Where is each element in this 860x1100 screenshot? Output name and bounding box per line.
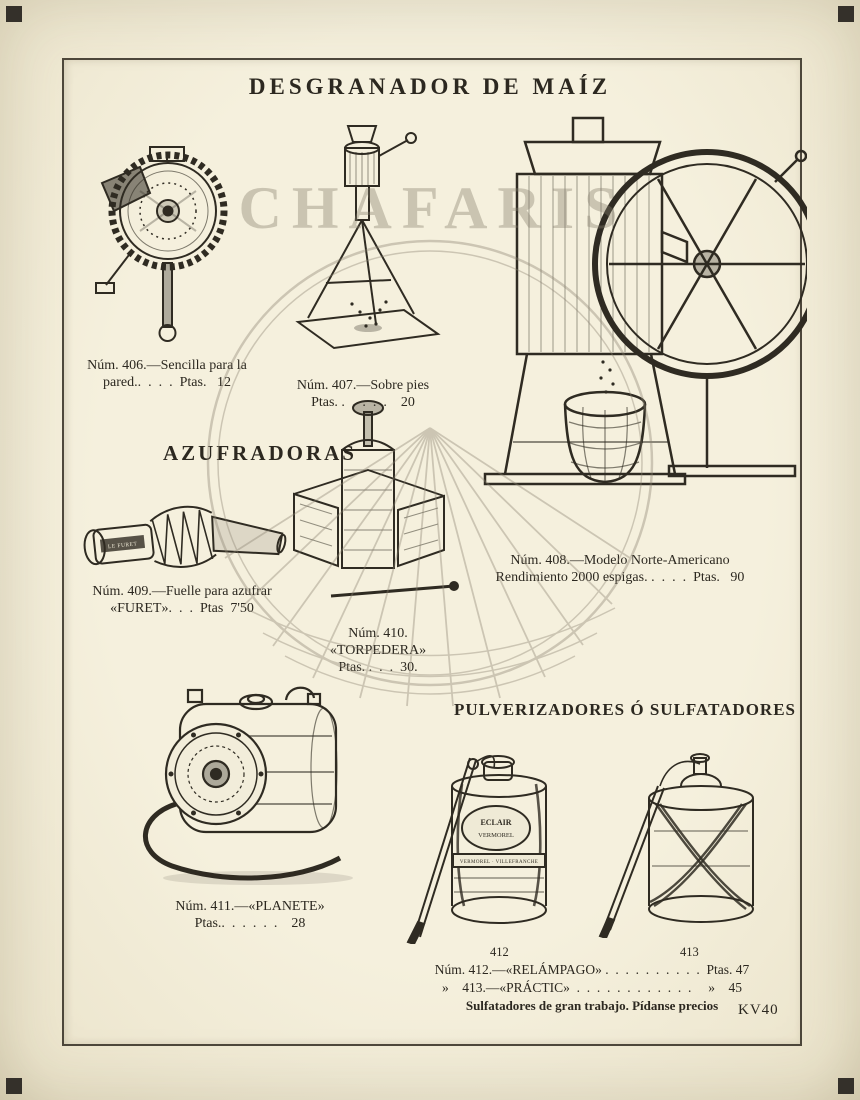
caption-411-line1: Núm. 411.—«PLANETE»	[175, 899, 325, 914]
footnote: Sulfatadores de gran trabajo. Pídanse pr…	[465, 998, 719, 1013]
page-title: DESGRANADOR DE MAÍZ	[248, 74, 612, 99]
section-heading-pulverizadores: PULVERIZADORES Ó SULFATADORES	[454, 700, 796, 719]
corner-mark	[838, 1078, 854, 1094]
figure-411-planete-sprayer	[128, 676, 360, 892]
caption-408-line2: Rendimiento 2000 espigas. . . . . Ptas. …	[495, 570, 745, 585]
furet-bellows-drawing: LE FURET	[83, 505, 287, 568]
caption-410: Núm. 410. «TORPEDERA» Ptas. . . . 30.	[308, 625, 448, 676]
caption-409-line1: Núm. 409.—Fuelle para azufrar	[92, 584, 272, 599]
torpedera-drawing	[293, 400, 459, 598]
caption-406-line1: Núm. 406.—Sencilla para la	[87, 358, 247, 373]
caption-410-line2: «TORPEDERA»	[329, 643, 427, 658]
caption-410-line3: Ptas. . . . 30.	[338, 660, 418, 675]
wall-sheller-drawing	[95, 146, 228, 342]
caption-408-line1: Núm. 408.—Modelo Norte-Americano	[510, 553, 730, 568]
figure-406-wall-sheller	[80, 133, 252, 351]
page-border-frame	[62, 58, 802, 1046]
plate-code: KV40	[738, 1002, 779, 1018]
corner-mark	[838, 6, 854, 22]
figure-number-412: 412	[490, 945, 509, 959]
caption-411: Núm. 411.—«PLANETE» Ptas.. . . . . . 28	[160, 898, 340, 932]
relampago-sprayer-drawing: ECLAIR VERMOREL VERMOREL · VILLEFRANCHE	[406, 755, 547, 944]
caption-409-line2: «FURET». . . Ptas 7'50	[110, 601, 254, 616]
caption-409: Núm. 409.—Fuelle para azufrar «FURET». .…	[72, 583, 292, 617]
corner-mark	[6, 1078, 22, 1094]
tank-band-label: VERMOREL · VILLEFRANCHE	[460, 860, 538, 865]
stand-sheller-drawing	[295, 125, 441, 350]
figure-407-stand-sheller	[286, 118, 446, 374]
figure-410-torpedera	[276, 398, 462, 626]
caption-407-line2: Ptas. . . . . . 20	[311, 395, 415, 410]
caption-407-line1: Núm. 407.—Sobre pies	[296, 378, 430, 393]
tank-label-vermorel: VERMOREL	[478, 832, 514, 839]
caption-413: » 413.—«PRÁCTIC» . . . . . . . . . . . .…	[441, 980, 742, 995]
practic-sprayer-drawing	[598, 753, 754, 938]
caption-410-line1: Núm. 410.	[348, 626, 408, 641]
figure-408-flywheel-sheller	[455, 112, 807, 532]
caption-407: Núm. 407.—Sobre pies Ptas. . . . . . 20	[283, 377, 443, 411]
section-heading-azufradoras: AZUFRADORAS	[162, 441, 357, 465]
furet-brand-label: LE FURET	[108, 541, 138, 550]
figure-412-relampago-sprayer: ECLAIR VERMOREL VERMOREL · VILLEFRANCHE	[396, 724, 568, 944]
figure-413-practic-sprayer	[596, 746, 786, 938]
bottom-price-block: Núm. 412.—«RELÁMPAGO» . . . . . . . . . …	[383, 961, 801, 1015]
planete-sprayer-drawing	[142, 686, 353, 885]
caption-411-line2: Ptas.. . . . . . 28	[194, 916, 306, 931]
figure-409-furet-bellows: LE FURET	[71, 475, 292, 597]
caption-412: Núm. 412.—«RELÁMPAGO» . . . . . . . . . …	[434, 962, 750, 977]
figure-number-413: 413	[680, 945, 699, 959]
caption-408: Núm. 408.—Modelo Norte-Americano Rendimi…	[440, 552, 800, 586]
corner-mark	[6, 6, 22, 22]
caption-406-line2: pared.. . . . Ptas. 12	[103, 375, 231, 390]
flywheel-sheller-drawing	[483, 116, 807, 486]
caption-406: Núm. 406.—Sencilla para la pared.. . . .…	[67, 357, 267, 391]
tank-label-eclair: ECLAIR	[480, 818, 511, 827]
